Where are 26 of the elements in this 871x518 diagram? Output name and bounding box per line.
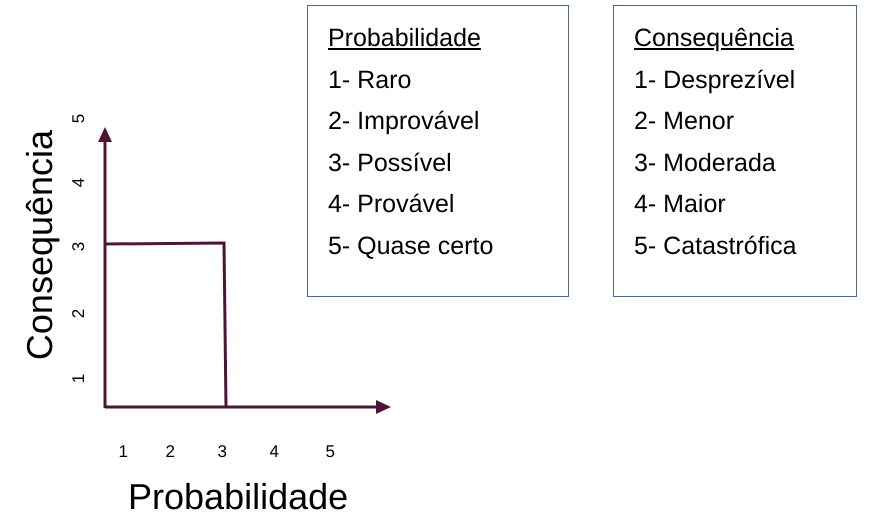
tick-label: 4 [70, 177, 87, 187]
list-item: 2- Improvável [328, 106, 480, 137]
list-item: 2- Menor [634, 106, 736, 137]
tick-label: 1 [118, 442, 128, 460]
tick-label: 5 [326, 442, 335, 460]
list-item: 3- Moderada [634, 148, 777, 178]
tick-label: 5 [70, 113, 87, 123]
list-item: 4- Provável [328, 189, 456, 220]
tick-label: 3 [218, 442, 227, 460]
axis-title: Consequência [22, 130, 58, 360]
list-item: 5- Quase certo [328, 230, 494, 262]
tick-label: 2 [166, 442, 175, 460]
list-heading: Consequência [634, 23, 795, 54]
tick-label: 4 [270, 442, 279, 460]
tick-label: 2 [70, 308, 87, 318]
list-item: 1- Desprezível [634, 64, 796, 96]
axis-title: Probabilidade [128, 479, 348, 515]
list-box [613, 5, 857, 297]
list-item: 5- Catastrófica [634, 230, 798, 262]
list-heading: Probabilidade [328, 23, 482, 54]
list-item: 1- Raro [328, 64, 412, 96]
list-box [307, 5, 569, 297]
tick-label: 1 [70, 373, 87, 383]
tick-label: 3 [70, 241, 87, 251]
list-item: 3- Possível [328, 148, 453, 178]
list-item: 4- Maior [634, 189, 727, 220]
